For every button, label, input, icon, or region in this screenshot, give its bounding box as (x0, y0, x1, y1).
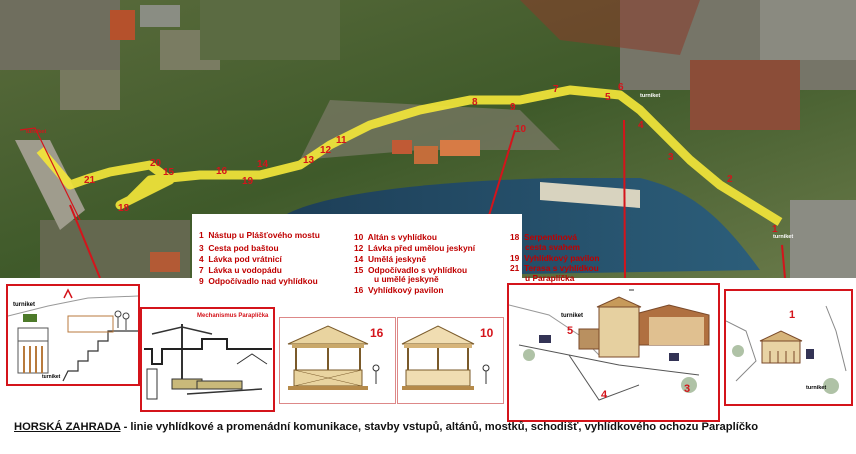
point-label-18: 18 (118, 203, 130, 214)
roof (110, 10, 135, 40)
panel-title: Mechanismus Paraplíčka (197, 313, 269, 319)
roof (392, 140, 412, 154)
point-label-4: 4 (638, 120, 644, 131)
turniket-label: turniket (773, 234, 793, 240)
pointer-line (69, 204, 101, 278)
legend-item: 10 Altán s vyhlídkou (354, 232, 438, 242)
legend-item: 1 Nástup u Plášťového mostu (199, 230, 320, 240)
point-label-1: 1 (772, 224, 778, 235)
point-label-13: 13 (303, 155, 315, 166)
panel-building: turniket 5 4 3 (507, 283, 720, 422)
turniket-label: turniket (806, 385, 827, 391)
red-line (19, 127, 81, 221)
panel-number-3: 3 (684, 383, 691, 395)
buildings-area (0, 0, 120, 70)
panel-number: 10 (480, 326, 494, 340)
parking-area (760, 0, 856, 60)
roof (150, 252, 180, 272)
city-area (790, 200, 856, 278)
panel-drawing (8, 288, 138, 382)
point-label-12: 12 (320, 145, 332, 156)
legend-item: u umělé jeskyně (374, 274, 439, 284)
legend-item: 4 Lávka pod vrátnicí (199, 254, 282, 264)
point-label-3: 3 (668, 152, 674, 163)
legend-item: cesta svahem (525, 242, 580, 252)
legend-item: 19 Vyhlídkový pavilon (510, 253, 600, 263)
turniket-label: turniket (26, 129, 46, 135)
turniket-label: turniket (640, 93, 660, 99)
point-label-20: 20 (150, 158, 162, 169)
caption: HORSKÁ ZAHRADA - linie vyhlídkové a prom… (14, 421, 758, 433)
garden-plot (60, 70, 120, 110)
panel-entrance: 1 turniket (724, 289, 853, 406)
panel-turniket-stairs: turniket turniket (6, 284, 140, 386)
panel-number-5: 5 (567, 325, 574, 337)
caption-text: - linie vyhlídkové a promenádní komunika… (120, 421, 759, 433)
building-drawing (509, 289, 710, 401)
panel-pavilion-10: 10 (397, 317, 504, 404)
panel-number-4: 4 (601, 389, 608, 401)
panel-number: 16 (370, 326, 384, 340)
panel-pavilion-16: 16 (279, 317, 396, 404)
roof (140, 5, 180, 27)
point-label-19: 19 (242, 176, 254, 187)
wall (520, 0, 700, 55)
garden-plot (200, 0, 340, 60)
pavilion-drawing (287, 325, 380, 390)
pointer-line (781, 244, 786, 278)
river-bridge (540, 182, 640, 208)
castle-building (690, 60, 800, 130)
turniket-label: turniket (13, 302, 36, 308)
point-label-14: 14 (257, 159, 269, 170)
rock-slope (300, 100, 560, 160)
legend-item: 7 Lávka u vodopádu (199, 265, 282, 275)
point-label-5: 5 (605, 92, 611, 103)
route-line (36, 85, 783, 226)
point-label-7: 7 (553, 84, 559, 95)
point-label-6: 6 (618, 82, 624, 93)
point-label-15: 15 (163, 167, 175, 178)
point-label-16: 16 (216, 166, 228, 177)
point-label-8: 8 (472, 97, 478, 108)
point-label-21: 21 (84, 175, 96, 186)
point-label-11: 11 (336, 135, 347, 146)
panel-drawing (144, 324, 272, 400)
roof (440, 140, 480, 156)
legend-item: 16 Vyhlídkový pavilon (354, 285, 444, 295)
pavilion-drawing (401, 325, 490, 390)
legend-item: 14 Umělá jeskyně (354, 254, 427, 264)
aerial-map-svg: 1 2 3 4 5 6 7 8 9 10 11 12 13 14 15 16 1… (0, 0, 856, 278)
point-label-2: 2 (727, 174, 733, 185)
caption-title: HORSKÁ ZAHRADA (14, 421, 121, 433)
legend-item: 21 Terasa s vyhlídkou (510, 263, 599, 273)
turniket-label: turniket (42, 374, 61, 380)
legend-item: 12 Lávka před umělou jeskyní (354, 243, 476, 253)
panel-mechanism: Mechanismus Paraplíčka (140, 307, 275, 412)
point-label-10: 10 (515, 124, 527, 135)
legend-item: 3 Cesta pod baštou (199, 243, 279, 253)
pointer-line (623, 119, 626, 278)
aerial-map: 1 2 3 4 5 6 7 8 9 10 11 12 13 14 15 16 1… (0, 0, 856, 278)
turniket-label: turniket (561, 313, 584, 319)
roof (414, 146, 438, 164)
legend-item: u Paraplíčka (525, 273, 575, 283)
legend-item: 9 Odpočívadlo nad vyhlídkou (199, 276, 318, 286)
legend-item: 15 Odpočívadlo s vyhlídkou (354, 265, 468, 275)
legend-item: 18 Serpentinová (510, 232, 578, 242)
panel-number: 1 (789, 309, 796, 321)
entrance-drawing (726, 305, 847, 394)
point-label-9: 9 (510, 102, 516, 113)
road (15, 140, 85, 230)
legend-box: 1 Nástup u Plášťového mostu 3 Cesta pod … (192, 214, 522, 302)
